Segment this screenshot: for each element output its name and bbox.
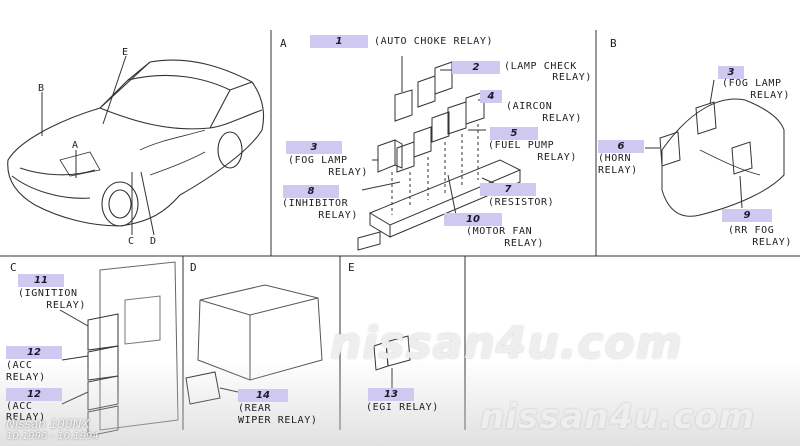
relay-label-4a: (AIRCON [506,101,553,112]
relay-number-8: 8 [283,185,339,198]
relay-label-11a: (IGNITION [18,288,78,299]
relay-label-14b: WIPER RELAY) [238,415,318,426]
relay-number-11: 11 [18,274,64,287]
relay-number-9: 9 [722,209,772,222]
relay-label-4b: RELAY) [542,113,582,124]
relay-label-9a: (RR FOG [728,225,775,236]
relay-label-2b: RELAY) [552,72,592,83]
relay-label-9b: RELAY) [752,237,792,248]
relay-number-2: 2 [452,61,500,74]
bottom-fade [0,360,800,446]
car-callout-c: C [128,236,135,247]
caption-model: Nissan 100NX [6,417,90,431]
relay-number-1: 1 [310,35,368,48]
relay-label-8b: RELAY) [318,210,358,221]
car-callout-b: B [38,83,45,94]
relay-label-12a-2: RELAY) [6,372,46,383]
relay-label-3b-1: (FOG LAMP [722,78,782,89]
relay-number-12b: 12 [6,388,62,401]
relay-number-10: 10 [444,213,502,226]
relay-label-7: (RESISTOR) [488,197,555,208]
relay-label-5a: (FUEL PUMP [488,140,555,151]
relay-number-14: 14 [238,389,288,402]
relay-label-10b: RELAY) [504,238,544,249]
car-callout-e: E [122,47,129,58]
callout-line-d [140,171,155,236]
relay-label-3b-2: RELAY) [750,90,790,101]
relay-label-14a: (REAR [238,403,272,414]
relay-label-6b: RELAY) [598,165,638,176]
section-label-d: D [190,261,198,274]
car-illustration [7,59,265,227]
relay-number-5: 5 [490,127,538,140]
relay-number-4: 4 [480,90,502,103]
watermark-bottom: nissan4u.com [480,397,756,437]
callout-line-e [102,55,127,125]
watermark-center: nissan4u.com [330,318,683,369]
relay-label-12b-1: (ACC [6,401,33,412]
relay-number-7: 7 [480,183,536,196]
relay-label-8a: (INHIBITOR [282,198,349,209]
relay-label-12b-2: RELAY) [6,412,46,423]
caption-years: 10.1990 - 10.1994 [6,431,99,442]
relay-label-3a-2: RELAY) [328,167,368,178]
relay-number-3a: 3 [286,141,342,154]
relay-number-3b: 3 [718,66,744,79]
relay-label-10a: (MOTOR FAN [466,226,533,237]
relay-label-11b: RELAY) [46,300,86,311]
relay-cluster-b [645,79,785,217]
relay-label-2a: (LAMP CHECK [504,61,577,72]
relay-label-5b: RELAY) [537,152,577,163]
car-callout-d: D [150,236,157,247]
car-callout-a: A [72,140,79,151]
relay-label-6a: (HORN [598,153,632,164]
section-label-c: C [10,261,18,274]
relay-label-3a-1: (FOG LAMP [288,155,348,166]
relay-number-6: 6 [598,140,644,153]
relay-label-13: (EGI RELAY) [366,402,439,413]
relay-number-13: 13 [368,388,414,401]
section-label-e: E [348,261,356,274]
relay-number-12a: 12 [6,346,62,359]
section-label-a: A [280,37,288,50]
relay-label-12a-1: (ACC [6,360,33,371]
relay-label-1: (AUTO CHOKE RELAY) [374,36,494,47]
section-label-b: B [610,37,618,50]
